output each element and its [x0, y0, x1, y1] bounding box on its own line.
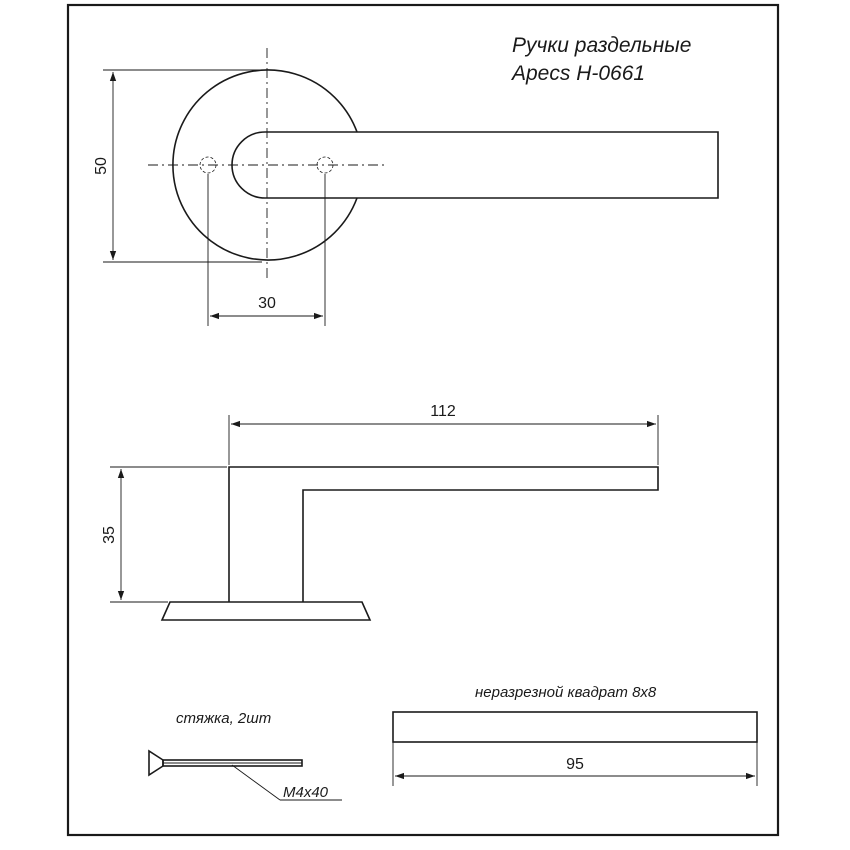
screw-size-label: M4x40 [283, 784, 329, 801]
dimension-diameter-label: 50 [93, 157, 110, 175]
dimension-lever-height-label: 35 [101, 526, 118, 544]
title-line-2: Apecs H-0661 [510, 62, 645, 85]
title-line-1: Ручки раздельные [512, 34, 691, 57]
rosette-base [160, 601, 372, 621]
spindle-bar [392, 711, 758, 743]
lever-side-outline [228, 466, 659, 602]
screw-head [148, 749, 164, 777]
screw-hole-right [316, 156, 334, 174]
top-view: 50 30 [93, 48, 719, 326]
spindle-label: неразрезной квадрат 8x8 [475, 684, 657, 701]
dimension-hole-spacing-label: 30 [258, 295, 276, 312]
screw-hole-left [199, 156, 217, 174]
screw-detail: стяжка, 2шт M4x40 [148, 710, 342, 801]
lever-top-outline [231, 131, 719, 199]
dimension-spindle-length-label: 95 [566, 756, 584, 773]
dimension-lever-length-label: 112 [430, 403, 456, 420]
screw-leader-line [231, 764, 281, 801]
screws-label: стяжка, 2шт [176, 710, 271, 727]
drawing-frame [66, 3, 780, 837]
side-view: 112 35 [101, 403, 659, 621]
spindle-detail: неразрезной квадрат 8x8 95 [392, 684, 758, 786]
